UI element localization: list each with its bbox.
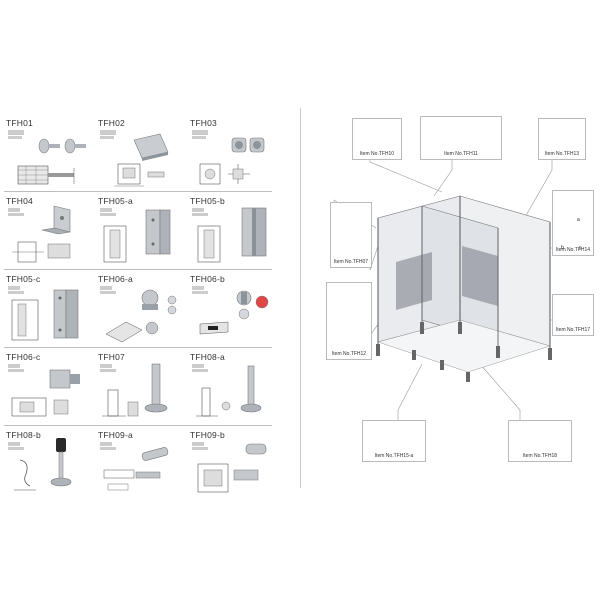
item-code: TFH01 [6, 118, 33, 128]
tfh08b-illustration [8, 438, 72, 491]
callout-tfh12: Item No.TFH12 [326, 282, 372, 360]
callout-label: Item No.TFH07 [333, 259, 369, 265]
tfh06a-illustration [100, 286, 177, 343]
catalog-item-tfh05-a: TFH05-a [96, 196, 184, 269]
item-code: TFH09-a [98, 430, 133, 440]
catalog-item-tfh07: TFH07 [96, 352, 184, 425]
mark-a: a [577, 217, 580, 223]
item-code: TFH05-c [6, 274, 41, 284]
callout-tfh18: Item No.TFH18 [508, 420, 572, 462]
callout-label: Item No.TFH11 [444, 151, 478, 157]
tfh05b-illustration [192, 207, 267, 263]
row-divider [4, 425, 272, 426]
catalog-row: TFH08-b TFH09-a [4, 430, 272, 504]
item-code: TFH08-a [190, 352, 225, 362]
item-code: TFH06-c [6, 352, 41, 362]
tfh09a-illustration [100, 442, 169, 491]
callout-label: Item No.TFH13 [544, 151, 580, 157]
tfh09b-illustration [192, 442, 267, 493]
item-code: TFH03 [190, 118, 217, 128]
row-divider [4, 347, 272, 348]
catalog-item-tfh05-b: TFH05-b [188, 196, 276, 269]
callout-tfh10: Item No.TFH10 [352, 118, 402, 160]
item-code: TFH02 [98, 118, 125, 128]
catalog-item-tfh06-c: TFH06-c [4, 352, 92, 425]
catalog-item-tfh05-c: TFH05-c [4, 274, 92, 347]
item-code: TFH04 [6, 196, 33, 206]
tfh04-illustration [8, 205, 71, 263]
item-code: TFH05-b [190, 196, 225, 206]
item-code: TFH09-b [190, 430, 225, 440]
catalog-row: TFH04 TFH05-a [4, 196, 272, 270]
item-code: TFH05-a [98, 196, 133, 206]
callout-label: Item No.TFH17 [555, 327, 591, 333]
catalog-item-tfh06-b: TFH06-b [188, 274, 276, 347]
catalog-row: TFH05-c TFH06-a [4, 274, 272, 348]
row-divider [4, 269, 272, 270]
catalog-item-tfh02: TFH02 [96, 118, 184, 191]
tfh03-illustration [192, 130, 265, 185]
item-code: TFH06-b [190, 274, 225, 284]
callout-label: Item No.TFH15-a [374, 453, 414, 459]
cubicle [376, 195, 552, 382]
callout-tfh13: Item No.TFH13 [538, 118, 586, 160]
catalog-item-tfh06-a: TFH06-a [96, 274, 184, 347]
tfh05a-illustration [100, 208, 171, 263]
catalog-item-tfh08-a: TFH08-a [188, 352, 276, 425]
callout-label: Item No.TFH14 [555, 247, 591, 253]
catalog-item-tfh04: TFH04 [4, 196, 92, 269]
callout-tfh14: a b c Item No.TFH14 [552, 190, 594, 256]
tfh02-illustration [100, 130, 169, 187]
callout-label: Item No.TFH12 [331, 351, 367, 357]
partition-assembly-diagram: Item No.TFH10 Item No.TFH11 Item No.TFH1… [312, 110, 596, 470]
catalog-item-tfh01: TFH01 [4, 118, 92, 191]
item-code: TFH08-b [6, 430, 41, 440]
mark-c: c [579, 245, 582, 251]
tfh06c-illustration [8, 364, 80, 417]
catalog-item-tfh08-b: TFH08-b [4, 430, 92, 503]
catalog-item-tfh09-b: TFH09-b [188, 430, 276, 503]
callout-label: Item No.TFH10 [359, 151, 395, 157]
catalog-row: TFH06-c TFH07 [4, 352, 272, 426]
row-divider [4, 191, 272, 192]
callout-label: Item No.TFH18 [522, 453, 558, 459]
mark-b: b [561, 245, 564, 251]
callout-tfh11: Item No.TFH11 [420, 116, 502, 160]
catalog-item-tfh03: TFH03 [188, 118, 276, 191]
callout-tfh17: Item No.TFH17 [552, 294, 594, 336]
callout-tfh07: Item No.TFH07 [330, 202, 372, 268]
callout-tfh15-a: Item No.TFH15-a [362, 420, 426, 462]
catalog-row: TFH01 TFH02 [4, 118, 272, 192]
tfh06b-illustration [192, 286, 269, 335]
tfh05c-illustration [8, 286, 79, 341]
page-divider [300, 108, 301, 488]
hardware-catalog-grid: TFH01 TFH02 [4, 118, 272, 493]
tfh07-illustration [100, 363, 168, 417]
catalog-item-tfh09-a: TFH09-a [96, 430, 184, 503]
tfh01-illustration [8, 130, 86, 185]
item-code: TFH06-a [98, 274, 133, 284]
tfh08a-illustration [192, 364, 262, 417]
item-code: TFH07 [98, 352, 125, 362]
